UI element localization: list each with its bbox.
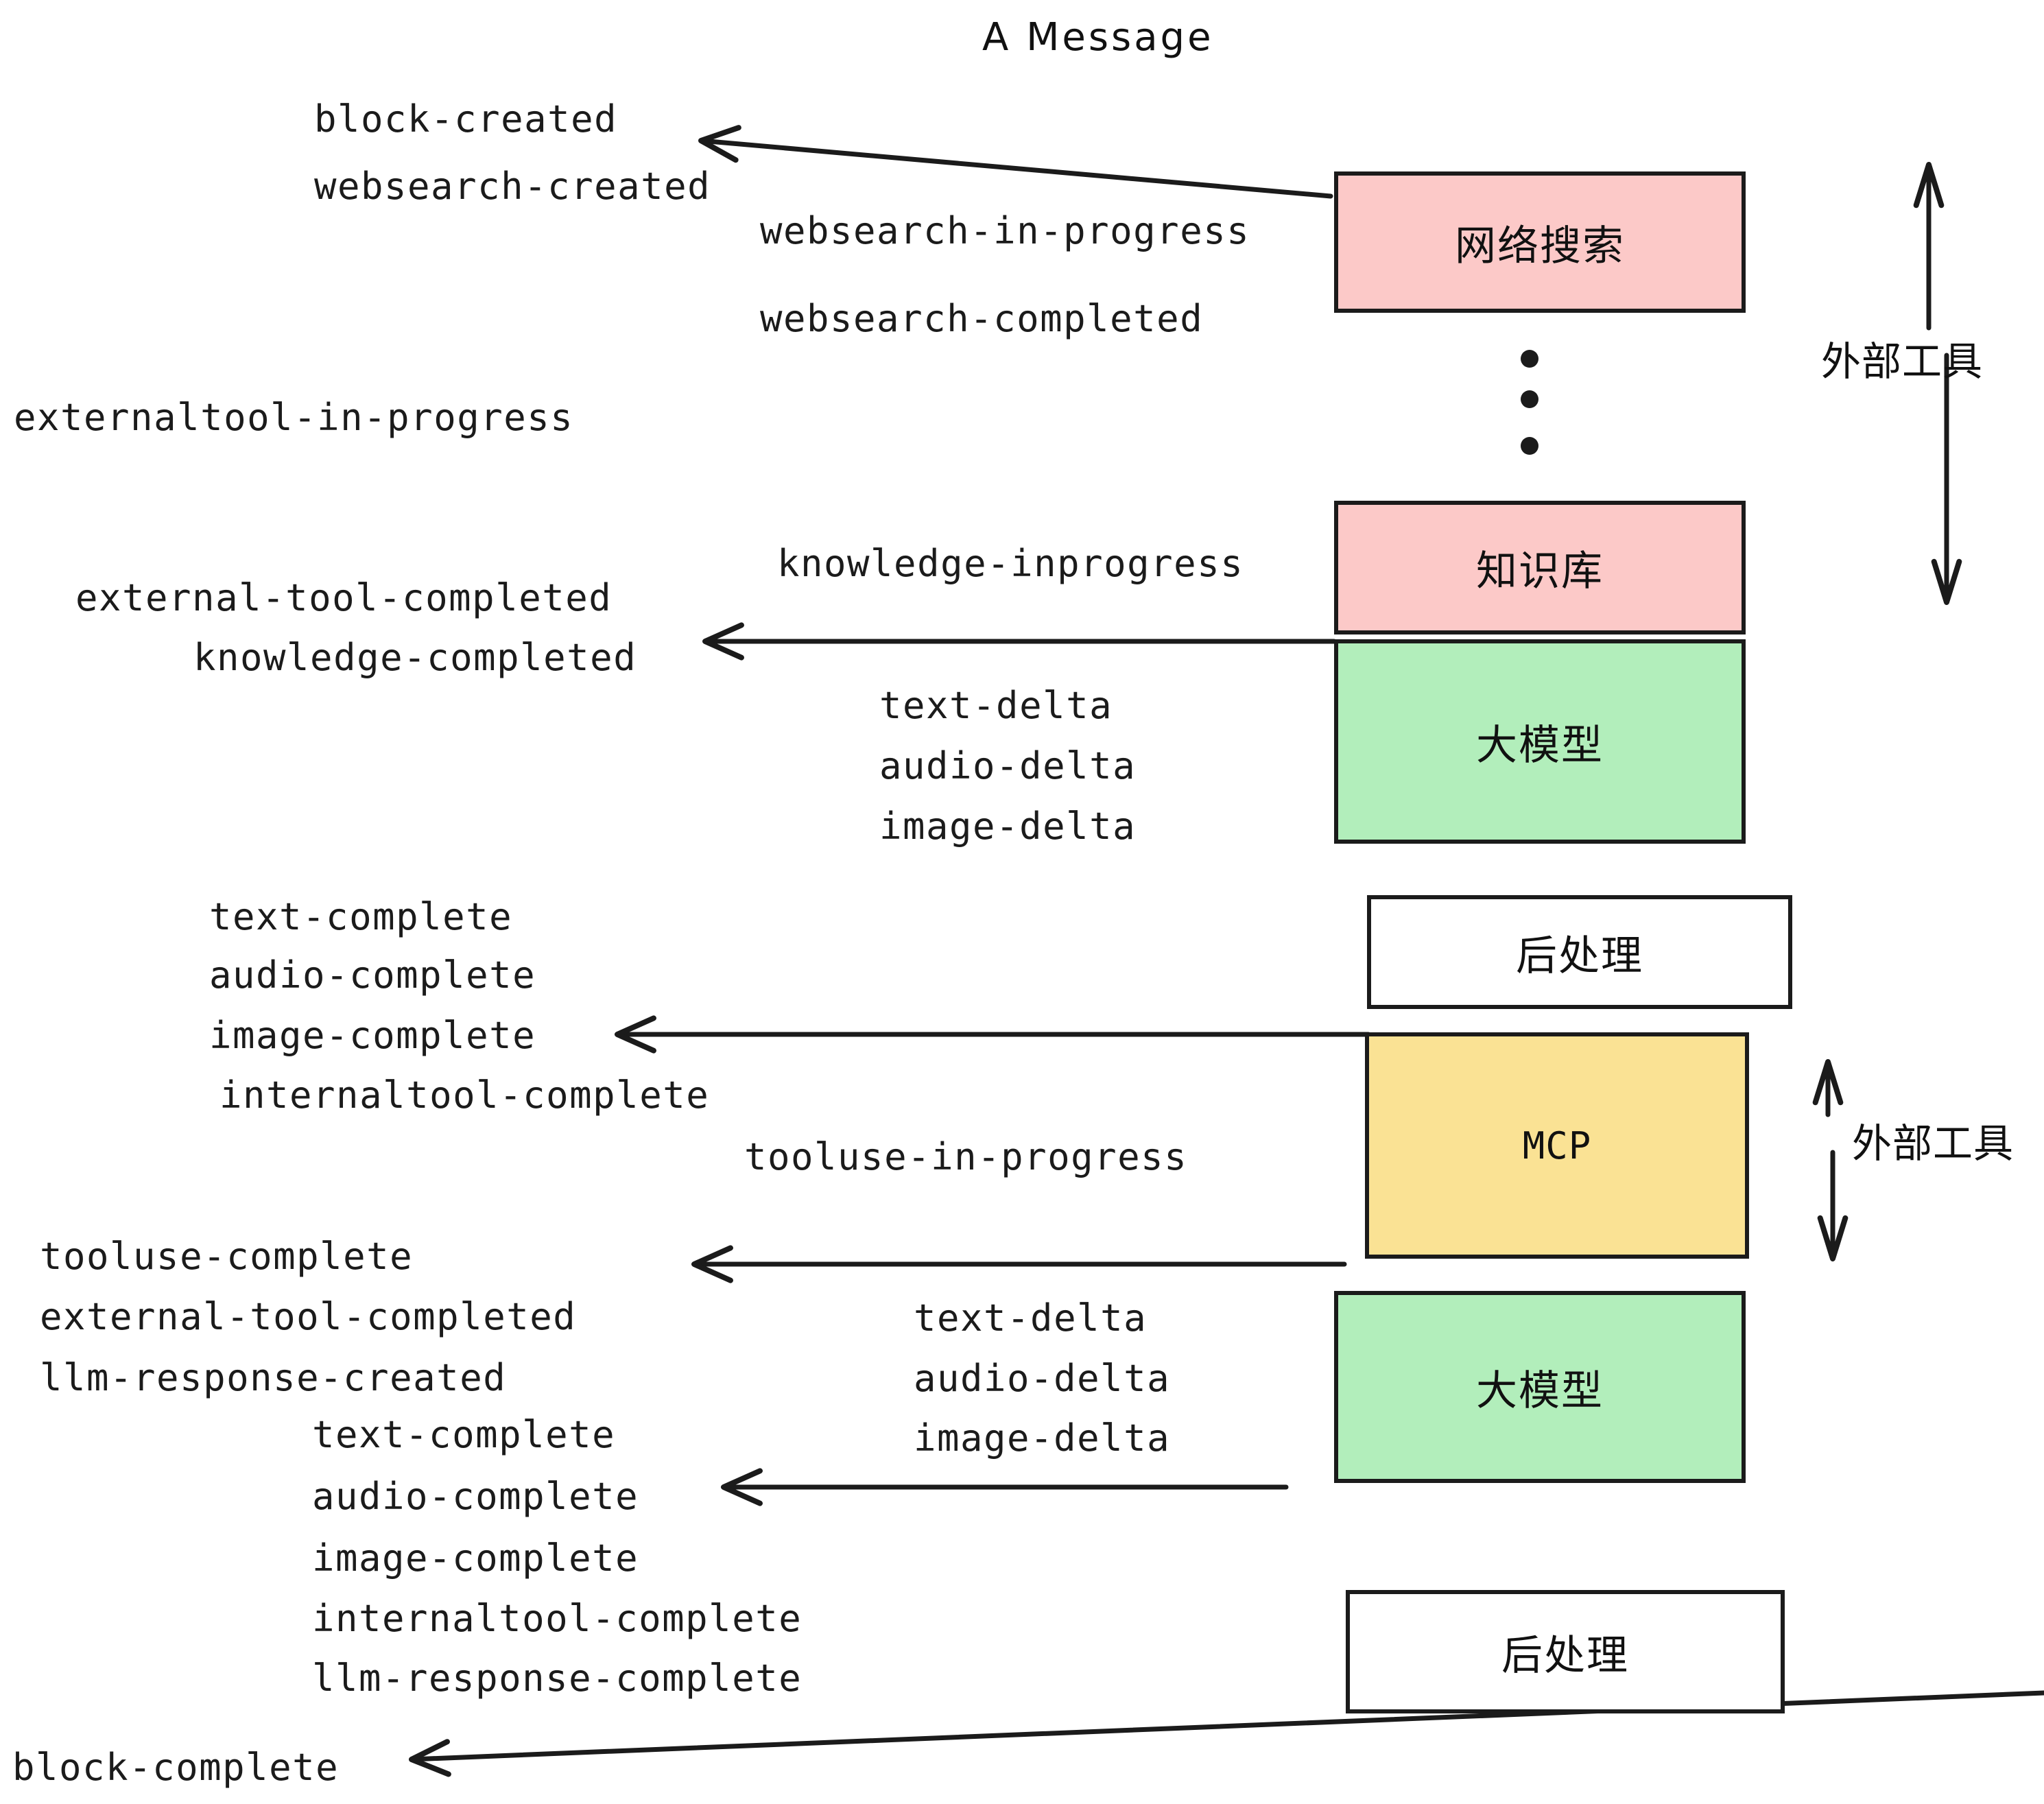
node-post-2[interactable]: 后处理 <box>1346 1590 1785 1713</box>
node-label: 后处理 <box>1516 931 1643 980</box>
event-label-image-complete-1: image-complete <box>209 1014 536 1057</box>
event-label-websearch-created: websearch-created <box>314 165 711 208</box>
arrow-down-icon-external-tools-top <box>1931 558 1962 605</box>
node-websearch[interactable]: 网络搜索 <box>1334 171 1746 313</box>
node-label: 大模型 <box>1476 1366 1604 1415</box>
node-label: MCP <box>1522 1124 1592 1167</box>
event-label-websearch-completed: websearch-completed <box>760 297 1204 340</box>
event-label-external-tool-completed-2: external-tool-completed <box>40 1295 577 1338</box>
event-label-tooluse-in-progress: tooluse-in-progress <box>744 1135 1188 1178</box>
node-llm-2[interactable]: 大模型 <box>1334 1291 1746 1483</box>
event-label-audio-complete-1: audio-complete <box>209 953 536 997</box>
event-label-llm-response-complete: llm-response-complete <box>312 1657 803 1700</box>
event-label-text-complete-2: text-complete <box>312 1413 616 1456</box>
event-label-tooluse-complete: tooluse-complete <box>40 1235 414 1278</box>
arrowhead-icon-arrow-block-complete <box>409 1739 451 1777</box>
event-label-image-delta-1: image-delta <box>879 805 1137 848</box>
arrowhead-icon-arrow-knowledge-completed <box>702 622 744 661</box>
event-label-websearch-in-progress: websearch-in-progress <box>760 209 1250 252</box>
flow-line-arrow-block-created <box>698 138 1333 199</box>
node-knowledge[interactable]: 知识库 <box>1334 501 1746 634</box>
side-annotation-label-external-tools-bottom: 外部工具 <box>1852 1120 2015 1167</box>
arrow-down-icon-external-tools-bottom <box>1817 1215 1849 1261</box>
event-label-image-complete-2: image-complete <box>312 1536 639 1580</box>
event-label-audio-delta-2: audio-delta <box>914 1357 1171 1400</box>
node-label: 大模型 <box>1476 721 1604 770</box>
node-mcp[interactable]: MCP <box>1365 1032 1749 1259</box>
event-label-internaltool-complete-1: internaltool-complete <box>219 1073 710 1117</box>
event-label-image-delta-2: image-delta <box>914 1416 1171 1460</box>
arrow-up-icon-external-tools-top <box>1913 162 1945 209</box>
node-label: 网络搜索 <box>1455 222 1625 270</box>
ellipsis-dot-icon <box>1521 350 1538 368</box>
event-label-audio-delta-1: audio-delta <box>879 744 1137 787</box>
event-label-text-delta-1: text-delta <box>879 684 1113 727</box>
event-label-externaltool-in-progress: externaltool-in-progress <box>14 396 574 439</box>
arrow-up-icon-external-tools-bottom <box>1812 1059 1844 1106</box>
page-title: A Message <box>982 15 1214 60</box>
node-label: 后处理 <box>1501 1631 1629 1680</box>
event-label-external-tool-completed-1: external-tool-completed <box>75 576 613 619</box>
ellipsis-dot-icon <box>1521 437 1538 455</box>
event-label-internaltool-complete-2: internaltool-complete <box>312 1597 803 1640</box>
event-label-knowledge-completed: knowledge-completed <box>193 636 637 679</box>
flow-line-arrow-block-complete <box>409 1690 2044 1762</box>
event-label-block-created: block-created <box>314 97 618 141</box>
ellipsis-dot-icon <box>1521 390 1538 408</box>
arrowhead-icon-arrow-block-created <box>698 125 741 163</box>
node-post-1[interactable]: 后处理 <box>1367 895 1792 1009</box>
event-label-block-complete: block-complete <box>12 1746 340 1789</box>
event-label-knowledge-inprogress: knowledge-inprogress <box>777 542 1244 585</box>
side-annotation-label-external-tools-top: 外部工具 <box>1821 338 1984 385</box>
event-label-text-complete-1: text-complete <box>209 895 513 938</box>
arrowhead-icon-arrow-audio-complete <box>721 1468 763 1506</box>
node-llm-1[interactable]: 大模型 <box>1334 639 1746 844</box>
arrowhead-icon-arrow-tooluse-complete <box>691 1245 733 1283</box>
event-label-text-delta-2: text-delta <box>914 1296 1148 1340</box>
arrowhead-icon-arrow-image-complete <box>615 1015 656 1054</box>
event-label-llm-response-created: llm-response-created <box>40 1356 507 1399</box>
event-label-audio-complete-2: audio-complete <box>312 1475 639 1518</box>
node-label: 知识库 <box>1476 547 1604 595</box>
